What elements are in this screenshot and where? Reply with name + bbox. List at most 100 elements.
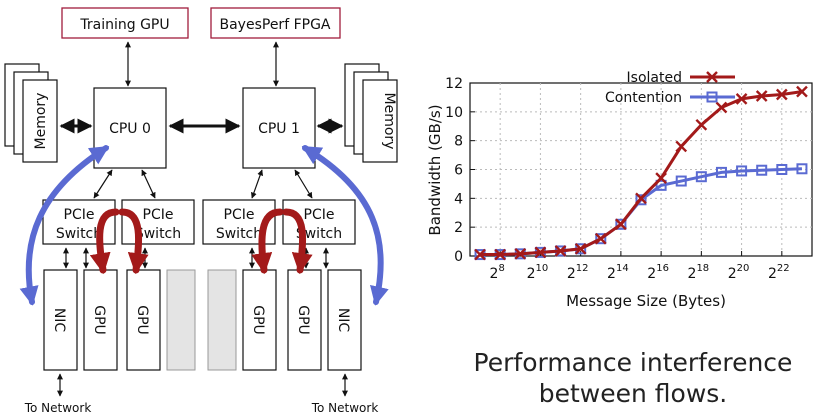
data-point-isolated bbox=[675, 140, 688, 153]
y-axis-label: Bandwidth (GB/s) bbox=[426, 104, 444, 235]
data-point-isolated bbox=[796, 85, 808, 98]
y-tick-label: 6 bbox=[454, 163, 463, 179]
data-point-isolated bbox=[594, 232, 607, 245]
to-network-right-label: To Network bbox=[311, 401, 379, 415]
x-tick-label: 28 bbox=[490, 263, 505, 282]
x-tick-label: 222 bbox=[768, 263, 790, 282]
pcie-switch-4-line1: PCIe bbox=[304, 207, 335, 223]
gpu-3: GPU bbox=[242, 269, 277, 371]
data-point-contention bbox=[695, 171, 707, 183]
data-point-isolated bbox=[655, 172, 667, 184]
data-point-isolated bbox=[735, 93, 748, 105]
gpu-1-label: GPU bbox=[91, 305, 107, 335]
training-gpu-label: Training GPU bbox=[79, 17, 169, 33]
data-point-contention bbox=[615, 218, 627, 230]
pcie-switch-4: PCIe Switch bbox=[282, 199, 356, 245]
x-ticks: 28 210 212 214 216 218 220 222 bbox=[490, 251, 790, 282]
data-point-isolated bbox=[474, 248, 486, 261]
topology-diagram: Training GPU BayesPerf FPGA Memory Memor… bbox=[4, 7, 398, 415]
data-point-isolated bbox=[695, 118, 708, 131]
gpu-4-label: GPU bbox=[295, 305, 311, 335]
data-point-contention bbox=[756, 164, 768, 176]
pcie-switch-3-line2: Switch bbox=[216, 226, 262, 242]
y-tick-label: 8 bbox=[454, 134, 463, 150]
gpu-2: GPU bbox=[126, 269, 161, 371]
nic-left: NIC bbox=[43, 269, 78, 371]
nic-left-label: NIC bbox=[51, 308, 67, 333]
gpu-4: GPU bbox=[287, 269, 322, 371]
caption-line1: Performance interference bbox=[474, 348, 793, 377]
cpu1-label: CPU 1 bbox=[258, 121, 300, 137]
data-point-isolated bbox=[554, 245, 567, 257]
empty-slot-1 bbox=[166, 269, 196, 371]
data-point-isolated bbox=[534, 246, 547, 259]
cpu0-label: CPU 0 bbox=[109, 121, 151, 137]
pcie-switch-2-line1: PCIe bbox=[143, 207, 174, 223]
data-point-contention bbox=[595, 233, 607, 245]
data-point-isolated bbox=[715, 101, 728, 114]
empty-slot-2 bbox=[207, 269, 237, 371]
bayesperf-fpga-box bbox=[210, 7, 341, 39]
bayesperf-fpga-label: BayesPerf FPGA bbox=[220, 17, 331, 33]
y-tick-label: 2 bbox=[454, 220, 463, 236]
data-point-contention bbox=[655, 179, 667, 191]
pcie-switch-3-line1: PCIe bbox=[224, 207, 255, 223]
data-point-isolated bbox=[574, 242, 587, 255]
pcie-switch-2-line2: Switch bbox=[135, 226, 181, 242]
flow-arrow-red-right-2 bbox=[282, 208, 313, 275]
y-tick-label: 10 bbox=[445, 105, 463, 121]
legend-marker-contention bbox=[706, 91, 718, 103]
data-point-isolated bbox=[514, 247, 527, 260]
memory-stack-right: Memory bbox=[344, 63, 398, 163]
x-tick-label: 212 bbox=[567, 263, 589, 282]
gpu-2-label: GPU bbox=[134, 305, 150, 335]
legend-label-contention: Contention bbox=[605, 90, 682, 106]
data-point-isolated bbox=[494, 248, 507, 261]
legend-label-isolated: Isolated bbox=[627, 70, 682, 86]
link-cpu1-pcie3 bbox=[250, 169, 264, 199]
data-point-isolated bbox=[755, 90, 768, 102]
y-tick-label: 12 bbox=[445, 76, 463, 92]
training-gpu-box bbox=[61, 7, 189, 39]
link-cpu1-pcie4 bbox=[294, 169, 313, 199]
pcie-switch-1-line1: PCIe bbox=[64, 207, 95, 223]
data-point-isolated bbox=[635, 192, 647, 205]
data-point-contention bbox=[635, 194, 647, 206]
flow-arrow-blue-left bbox=[19, 145, 110, 306]
y-tick-label: 4 bbox=[454, 191, 463, 207]
link-cpu0-pcie1 bbox=[93, 169, 113, 199]
data-point-contention bbox=[715, 166, 727, 178]
x-tick-label: 220 bbox=[728, 263, 750, 282]
caption-line2: between flows. bbox=[539, 379, 728, 408]
data-point-contention bbox=[675, 175, 687, 187]
to-network-left-label: To Network bbox=[24, 401, 92, 415]
data-point-contention bbox=[736, 165, 748, 177]
x-tick-label: 210 bbox=[527, 263, 549, 282]
x-tick-label: 216 bbox=[647, 263, 669, 282]
y-tick-label: 0 bbox=[454, 249, 463, 265]
memory-stack-left: Memory bbox=[4, 63, 58, 163]
y-ticks: 0 2 4 6 8 10 12 bbox=[445, 76, 475, 265]
x-axis-label: Message Size (Bytes) bbox=[566, 292, 726, 310]
gpu-3-label: GPU bbox=[250, 305, 266, 335]
nic-right-label: NIC bbox=[335, 308, 351, 333]
data-point-isolated bbox=[775, 88, 788, 101]
legend-marker-isolated bbox=[706, 71, 718, 83]
nic-right: NIC bbox=[327, 269, 362, 371]
x-tick-label: 218 bbox=[688, 263, 710, 282]
memory-left-label: Memory bbox=[33, 93, 49, 150]
bandwidth-chart: 0 2 4 6 8 10 12 28 210 212 214 216 218 220 222 Isolat… bbox=[426, 70, 813, 310]
data-point-contention bbox=[776, 164, 788, 175]
flow-arrow-red-right-1 bbox=[251, 208, 284, 275]
series-layer bbox=[474, 85, 808, 261]
gpu-1: GPU bbox=[83, 269, 118, 371]
data-point-contention bbox=[796, 163, 808, 175]
flow-arrow-red-left-1 bbox=[89, 208, 120, 275]
series-line-contention bbox=[480, 167, 802, 257]
memory-right-label: Memory bbox=[381, 93, 397, 150]
x-tick-label: 214 bbox=[607, 263, 629, 282]
pcie-switch-1-line2: Switch bbox=[56, 226, 102, 242]
flow-arrow-red-left-2 bbox=[118, 208, 149, 275]
